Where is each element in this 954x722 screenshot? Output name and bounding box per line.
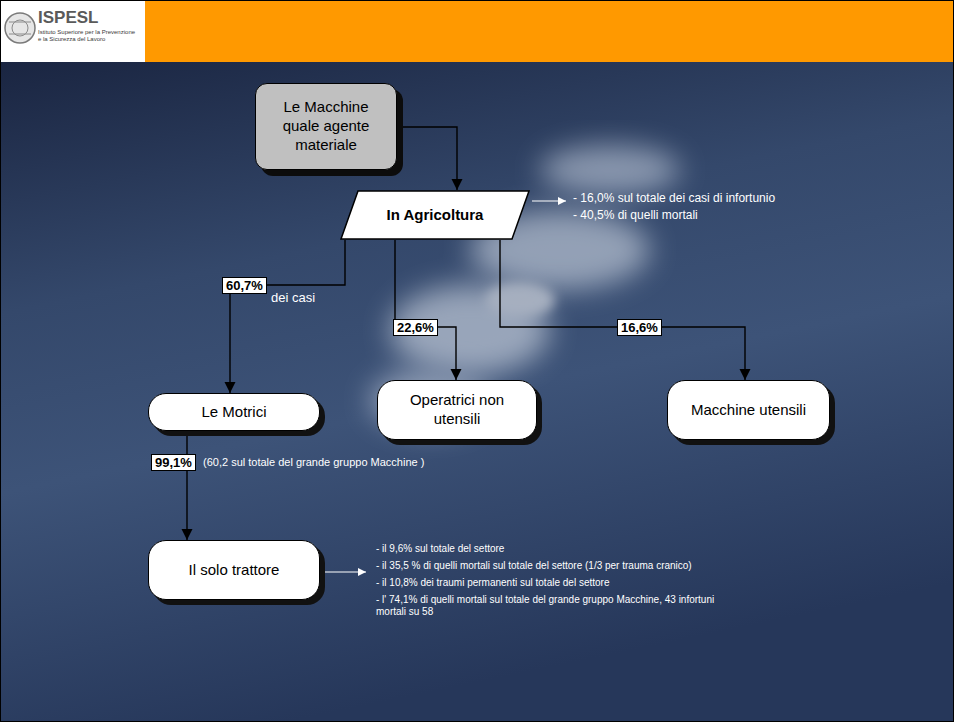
connector	[186, 431, 187, 540]
stat-note: - il 35,5 % di quelli mortali sul totale…	[376, 560, 692, 572]
satellite-ground	[0, 62, 954, 722]
stat-note: - il 10,8% dei traumi permanenti sul tot…	[376, 577, 609, 589]
pointer-arrow	[322, 571, 366, 572]
node-text: Operatrici non utensili	[392, 391, 522, 429]
node-text: Le Macchine quale agente materiale	[270, 98, 382, 154]
text-holder: In Agricoltura	[387, 206, 484, 225]
source-box: Le Macchine quale agente materiale	[255, 83, 397, 170]
stat-note: - 16,0% sul totale dei casi di infortuni…	[573, 191, 775, 205]
text-holder: Le Macchine quale agente materiale	[270, 98, 382, 154]
connector	[500, 240, 745, 380]
node-text: Macchine utensili	[691, 401, 806, 420]
sector-parallelogram: In Agricoltura	[340, 190, 530, 240]
logo-emblem	[9, 22, 31, 34]
logo-subtitle: Istituto Superiore per la Prevenzione e …	[38, 29, 138, 43]
stat-note: - il 9,6% sul totale del settore	[376, 543, 504, 555]
edge-note: (60,2 sul totale del grande gruppo Macch…	[203, 456, 424, 469]
cloud	[485, 282, 555, 318]
category-box: Macchine utensili	[667, 380, 830, 440]
category-box: Operatrici non utensili	[377, 380, 537, 440]
category-box: Le Motrici	[148, 393, 320, 431]
logo-panel	[0, 0, 145, 62]
cloud	[540, 145, 680, 195]
header-band	[145, 0, 954, 62]
node-text: Il solo trattore	[189, 561, 280, 580]
connector	[230, 240, 345, 393]
parallelogram-shape	[341, 191, 529, 239]
node-text: In Agricoltura	[387, 206, 484, 225]
logo-text: ISPESL	[38, 8, 98, 28]
connector	[395, 240, 456, 380]
text-holder: Le Motrici	[201, 403, 266, 422]
percentage-label: 60,7%	[222, 277, 267, 294]
percentage-label: 99,1%	[151, 454, 196, 471]
logo-emblem	[5, 13, 35, 43]
text-holder: Operatrici non utensili	[392, 391, 522, 429]
connector	[397, 127, 457, 190]
percentage-label: 16,6%	[617, 319, 662, 336]
text-holder: Macchine utensili	[691, 401, 806, 420]
text-holder: Il solo trattore	[189, 561, 280, 580]
percentage-label: 22,6%	[393, 319, 438, 336]
node-text: Le Motrici	[201, 403, 266, 422]
stat-note: - l' 74,1% di quelli mortali sul totale …	[376, 594, 721, 618]
pointer-arrow	[532, 200, 566, 201]
edge-note: dei casi	[270, 290, 316, 306]
stat-note: - 40,5% di quelli mortali	[573, 208, 698, 222]
detail-box: Il solo trattore	[148, 540, 320, 600]
